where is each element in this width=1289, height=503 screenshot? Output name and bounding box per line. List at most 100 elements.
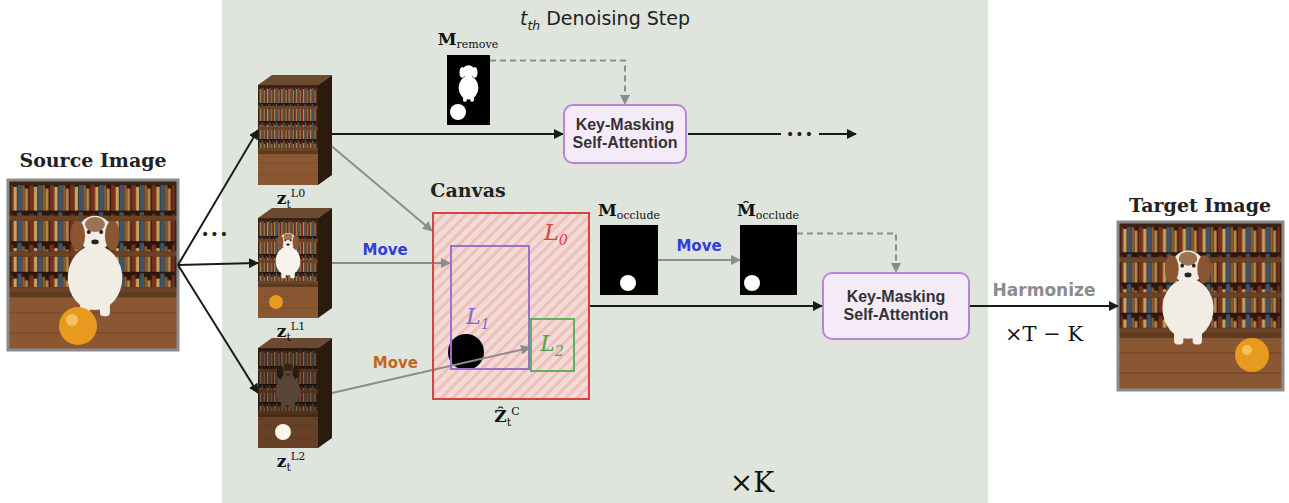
text-run: L <box>540 331 555 356</box>
edge-label: Move <box>360 241 411 259</box>
mask-image: M̂occlude <box>740 225 797 295</box>
text-slot: Target Image <box>1129 194 1271 216</box>
node-text: tth Denoising Step <box>520 7 690 32</box>
label-slot: ••• <box>786 126 814 142</box>
edge-label: Move <box>673 237 724 255</box>
node-text: Mremove <box>438 29 499 52</box>
text-run: 0 <box>559 232 568 248</box>
denoising-panel-ground <box>222 0 988 503</box>
mask-image: Mocclude <box>600 225 658 295</box>
text-run: Key-Masking Self-Attention <box>573 116 678 151</box>
text-run: C <box>511 405 519 418</box>
text-run: Key-Masking Self-Attention <box>844 288 949 323</box>
flow-arrow <box>797 233 896 272</box>
target-image: Target Image <box>1118 222 1283 390</box>
node-text: Target Image <box>1129 194 1271 216</box>
text-run: remove <box>457 38 499 51</box>
source-image: Source Image <box>8 180 178 350</box>
node-text: ztL1 <box>277 320 305 343</box>
text-run: M <box>598 200 617 220</box>
text-slot: Mocclude <box>598 200 660 223</box>
attention-box: Key-Masking Self-Attention <box>822 272 970 340</box>
text-run: th <box>527 19 540 33</box>
text-run: t <box>286 331 290 344</box>
node-text: ztL2 <box>277 450 305 473</box>
node-text: ẐtC <box>494 405 519 428</box>
text-run: occlude <box>756 209 799 222</box>
node-text: M̂occlude <box>737 200 799 223</box>
flow-arrow <box>178 263 258 265</box>
text-slot: ztL2 <box>277 450 305 473</box>
text-slot: L2 <box>540 331 564 359</box>
continuation-line <box>688 134 856 135</box>
text-slot: ztL0 <box>277 187 305 210</box>
node-text: Source Image <box>19 149 166 171</box>
text-run: 1 <box>481 316 490 332</box>
label-slot: ••• <box>201 226 229 242</box>
text-slot: ztL1 <box>277 320 305 343</box>
edge-label-slot: Move <box>370 354 421 372</box>
edge-label-slot: Move <box>360 241 411 259</box>
text-run: z <box>277 188 287 208</box>
edge-label: Move <box>370 354 421 372</box>
text-run: M <box>438 29 457 49</box>
text-run: L <box>466 304 481 329</box>
text-run: L0 <box>291 187 305 200</box>
flow-arrow <box>970 305 1118 307</box>
latent-cube-picture <box>258 338 332 448</box>
text-slot: L0 <box>544 220 568 248</box>
text-slot: Mremove <box>438 29 499 52</box>
text-run: z <box>277 321 287 341</box>
edge-label-slot: Move <box>673 237 724 255</box>
text-run: Target Image <box>1129 194 1271 216</box>
flow-arrow <box>332 147 432 231</box>
text-slot: tth Denoising Step <box>520 7 690 32</box>
text-run: z <box>277 451 287 471</box>
flow-arrow <box>178 265 258 393</box>
ellipsis-mark: ••• <box>786 126 814 142</box>
denoising-panel: tth Denoising Step×KztL0ztL1ztL2MremoveK… <box>222 0 988 503</box>
text-run: L <box>544 220 559 245</box>
text-run: ×K <box>730 466 774 499</box>
text-run: Ẑ <box>494 406 506 426</box>
text-run: t <box>507 416 511 429</box>
canvas-picture <box>432 212 590 400</box>
text-run: L1 <box>291 320 305 333</box>
step-count: ×T − K <box>1005 322 1083 346</box>
edge-label: Harmonize <box>990 280 1099 300</box>
flow-arrow <box>178 130 258 265</box>
label-slot: ×T − K <box>1005 322 1083 346</box>
node-text: Mocclude <box>598 200 660 223</box>
remove-mask-picture <box>447 55 490 125</box>
text-slot: ×K <box>730 466 774 499</box>
node-text: ztL0 <box>277 187 305 210</box>
node-text: L2 <box>540 331 564 359</box>
flow-arrow <box>658 259 740 261</box>
text-run: Denoising Step <box>540 7 690 29</box>
text-run: t <box>520 7 527 29</box>
ellipsis-mark: ••• <box>201 226 229 242</box>
text-run: 2 <box>555 343 564 359</box>
node-text: Key-Masking Self-Attention <box>831 288 961 324</box>
node-text: L0 <box>544 220 568 248</box>
canvas-box: CanvasL0ẐtCL1L2 <box>432 212 590 400</box>
latent-cube: ztL1 <box>258 208 332 318</box>
text-slot: Key-Masking Self-Attention <box>831 288 961 324</box>
moved-occlude-mask-picture <box>740 225 797 295</box>
flow-arrow <box>590 305 822 307</box>
flow-arrow <box>490 61 625 104</box>
flow-arrow <box>332 133 563 135</box>
text-slot: L1 <box>466 304 490 332</box>
layer-box: L2 <box>530 318 575 372</box>
edge-label-slot: Harmonize <box>990 280 1099 300</box>
text-run: L2 <box>291 450 305 463</box>
occlude-mask-picture <box>600 225 658 295</box>
text-run: Source Image <box>19 149 166 171</box>
attention-box: Key-Masking Self-Attention <box>563 104 687 164</box>
latent-cube-picture <box>258 75 332 185</box>
text-run: t <box>286 461 290 474</box>
